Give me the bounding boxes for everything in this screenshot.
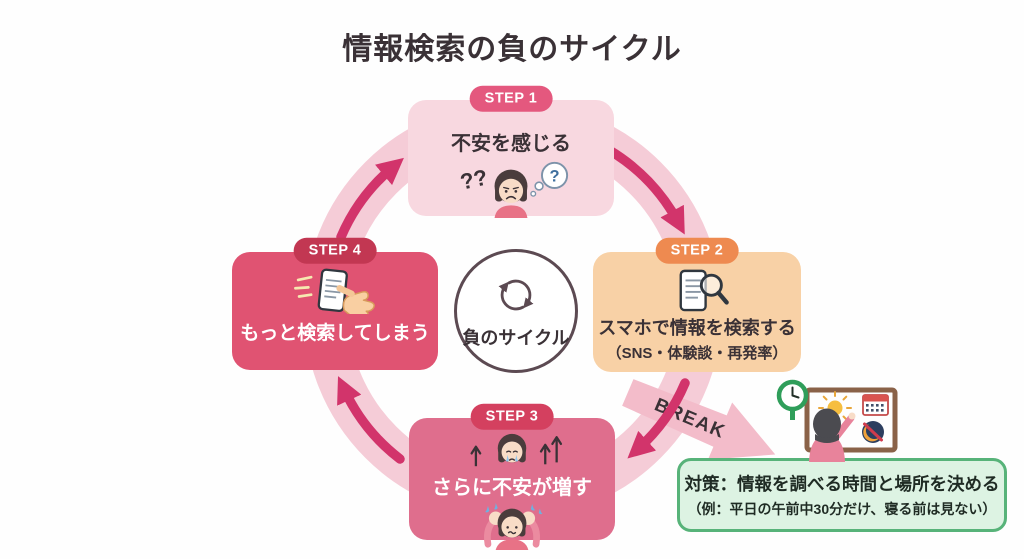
page-title: 情報検索の負のサイクル xyxy=(342,33,682,66)
step3-badge: STEP 3 xyxy=(470,403,554,430)
step4-box: STEP 4 もっと検索してしまう xyxy=(232,237,438,370)
step1-box: STEP 1 不安を感じる ?? ? xyxy=(408,85,614,218)
bubble-question-glyph: ? xyxy=(550,168,560,186)
step3-label: さらに不安が増す xyxy=(432,477,592,499)
arrow-step2-to-step3 xyxy=(627,378,690,459)
person-pointing-icon xyxy=(809,408,856,462)
step4-label: もっと検索してしまう xyxy=(240,323,430,344)
step3-box: STEP 3 さらに不安が増す xyxy=(409,403,615,550)
step2-box: STEP 2 スマホで情報を検索する （SNS・体験談・再発率） xyxy=(593,237,801,372)
step1-label: 不安を感じる xyxy=(451,133,571,155)
scheduling-board-icon xyxy=(776,379,898,462)
smartphone-search-icon xyxy=(660,268,734,312)
hand-tapping-phone-icon xyxy=(285,268,385,314)
step2-label: スマホで情報を検索する xyxy=(598,318,796,338)
calendar-icon xyxy=(862,394,889,416)
step2-badge: STEP 2 xyxy=(655,237,739,264)
arrow-step1-to-step2 xyxy=(604,145,685,235)
question-marks-glyph: ?? xyxy=(458,165,490,195)
cycle-arrows-icon xyxy=(494,273,538,322)
center-label: 負のサイクル xyxy=(462,327,570,348)
overwhelmed-woman-icon xyxy=(457,500,567,550)
arrow-step4-to-step1 xyxy=(336,157,404,242)
countermeasure-example: （例：平日の午前中30分だけ、寝る前は見ない） xyxy=(687,501,997,517)
countermeasure-title: 対策：情報を調べる時間と場所を決める xyxy=(684,474,1000,494)
anxious-woman-icon: ?? ? xyxy=(436,158,586,218)
step4-badge: STEP 4 xyxy=(293,237,377,264)
arrow-step3-to-step4 xyxy=(337,376,405,464)
clock-icon xyxy=(776,379,809,420)
countermeasure-box: 対策：情報を調べる時間と場所を決める （例：平日の午前中30分だけ、寝る前は見な… xyxy=(677,458,1007,532)
center-circle: 負のサイクル xyxy=(454,249,578,373)
step1-badge: STEP 1 xyxy=(469,85,553,112)
step2-sublabel: （SNS・体験談・再発率） xyxy=(606,345,788,362)
crying-face-rising-arrows-icon xyxy=(452,432,572,470)
no-night-browsing-icon xyxy=(862,421,884,443)
